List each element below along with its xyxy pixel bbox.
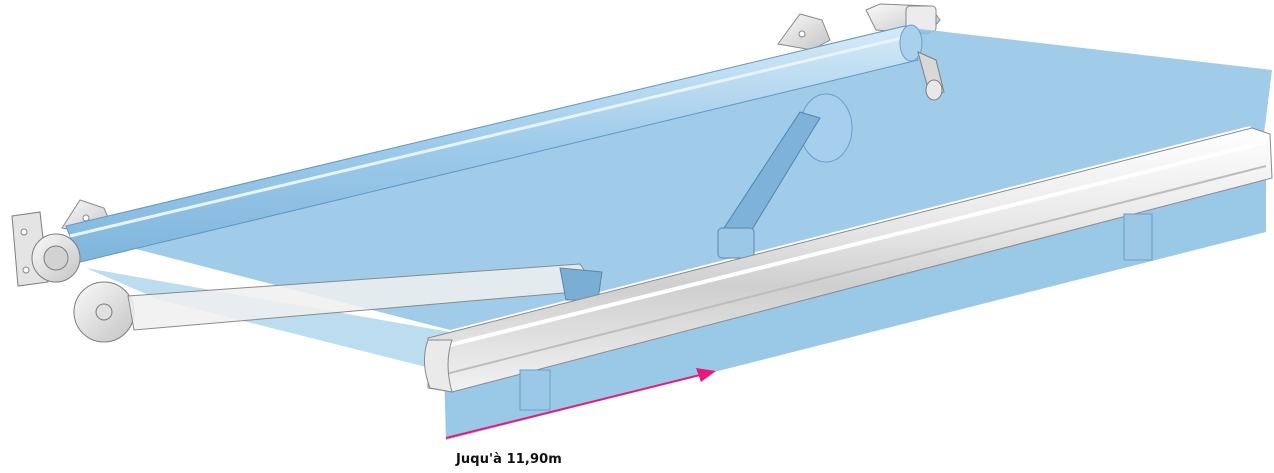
- front-load-bar: [424, 127, 1273, 393]
- left-arm: [73, 263, 603, 343]
- front-valance: [444, 178, 1266, 440]
- dimension-arrow: [445, 368, 716, 439]
- roller-clip: [917, 51, 945, 101]
- middle-arm: [717, 93, 853, 259]
- left-end-cap: [11, 211, 81, 287]
- dimension-label: Juqu'à 11,90m: [456, 452, 562, 467]
- front-bar-bracket-left: [519, 369, 551, 411]
- awning-canopy: [70, 28, 1272, 330]
- front-bar-bracket-right: [1123, 213, 1153, 261]
- wall-bracket-right: [777, 3, 941, 51]
